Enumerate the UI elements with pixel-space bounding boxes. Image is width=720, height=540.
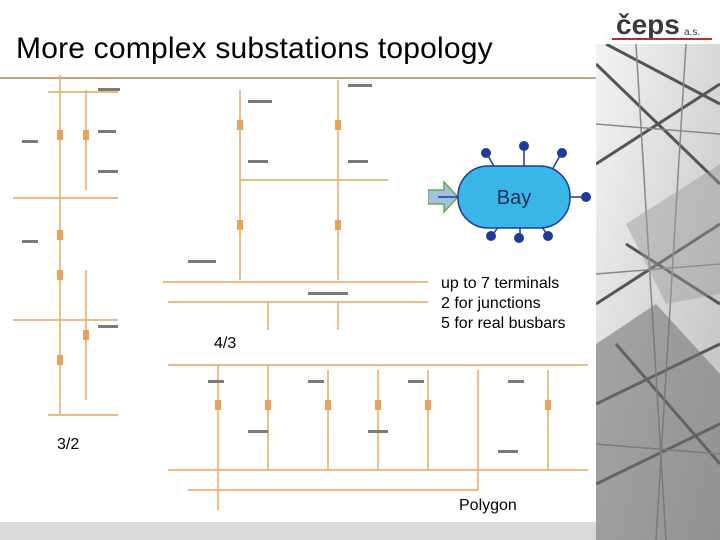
terminal-dots <box>481 141 591 243</box>
terminal-info: up to 7 terminals 2 for junctions 5 for … <box>441 274 566 334</box>
bay-diagram: Bay <box>428 141 591 243</box>
footer-bar <box>0 522 596 540</box>
title-divider <box>0 77 596 79</box>
substation-schematic <box>13 75 588 510</box>
bay-label: Bay <box>497 187 531 209</box>
label-three-halves: 3/2 <box>57 436 80 453</box>
bay-box <box>457 165 571 229</box>
slide-title: More complex substations topology <box>16 32 493 65</box>
label-polygon: Polygon <box>459 497 517 514</box>
terminal-line-2: 2 for junctions <box>441 295 541 312</box>
terminal-line-3: 5 for real busbars <box>441 315 566 332</box>
ceps-logo: čeps a.s. <box>612 9 712 40</box>
svg-text:čeps: čeps <box>616 9 680 40</box>
tower-photo <box>596 44 720 540</box>
label-four-thirds: 4/3 <box>214 335 237 352</box>
svg-text:a.s.: a.s. <box>684 27 700 38</box>
terminal-line-1: up to 7 terminals <box>441 275 560 292</box>
